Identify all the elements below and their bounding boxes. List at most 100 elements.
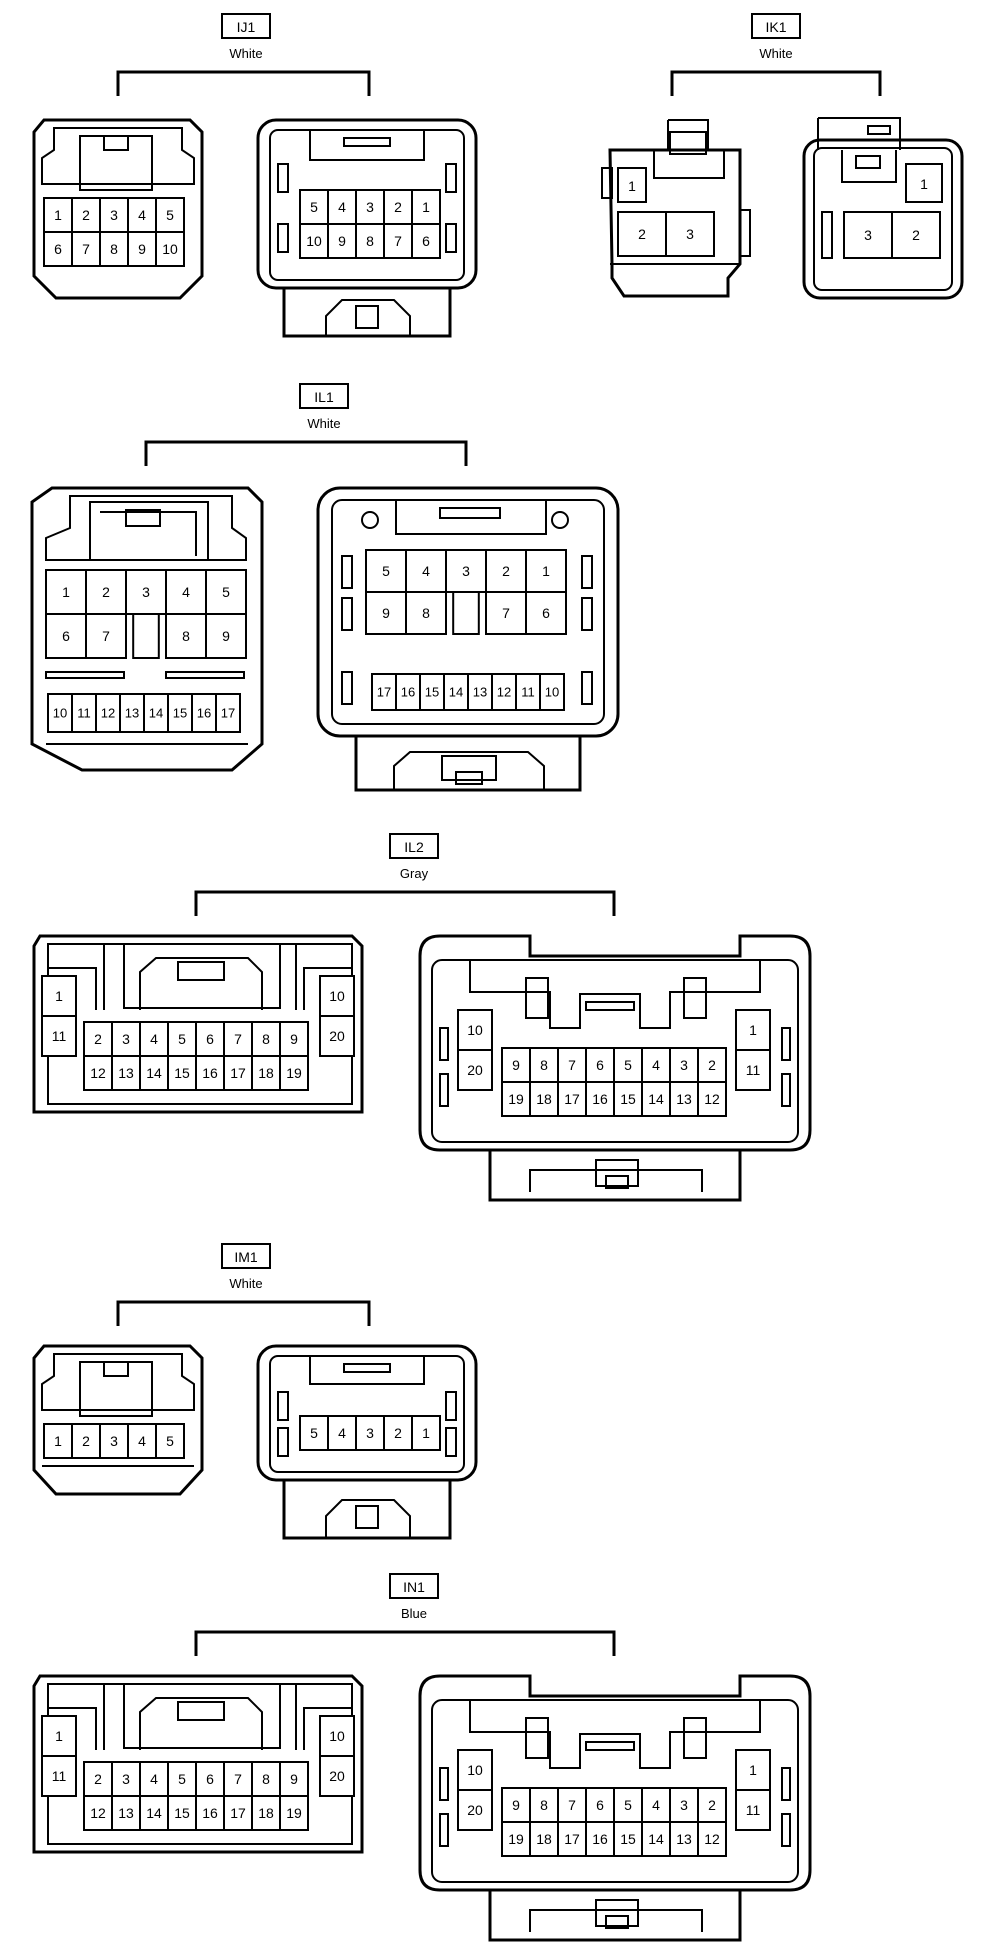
pin-cell: [223, 1795, 253, 1831]
pin-number: 4: [182, 584, 190, 600]
pin-cell: [557, 1821, 587, 1857]
female-pin-grid: 1 3 2: [843, 163, 943, 259]
pin-number: 13: [125, 706, 139, 721]
female-connector-housing: [802, 117, 964, 300]
pin-number: 4: [138, 1433, 146, 1449]
pin-number: 14: [146, 1065, 162, 1081]
pin-cell: [205, 613, 247, 659]
pair-bracket: [194, 890, 616, 916]
pin-cell: [443, 673, 469, 711]
pin-number: 5: [624, 1797, 632, 1813]
pin-number: 17: [221, 706, 235, 721]
pin-number: 7: [102, 628, 110, 644]
pin-cell: [85, 613, 127, 659]
pin-number: 12: [497, 685, 511, 700]
pin-number: 2: [638, 226, 646, 242]
pin-number: 20: [329, 1028, 345, 1044]
pin-number: 2: [94, 1031, 102, 1047]
pin-cell: [411, 1415, 441, 1451]
pin-cell: [491, 673, 517, 711]
pin-number: 4: [338, 1425, 346, 1441]
pin-number: 10: [545, 685, 559, 700]
pin-number: 5: [624, 1057, 632, 1073]
pin-cell: [127, 1423, 157, 1459]
pin-number: 3: [864, 227, 872, 243]
pin-number: 2: [502, 563, 510, 579]
pin-number: 3: [686, 226, 694, 242]
pin-number: 14: [449, 685, 463, 700]
pin-number: 16: [401, 685, 415, 700]
pin-cell: [127, 231, 157, 267]
pin-cell: [155, 1423, 185, 1459]
pin-number: 12: [90, 1065, 106, 1081]
pin-number: 19: [508, 1831, 524, 1847]
pin-cell: [665, 211, 715, 257]
pin-number: 3: [122, 1031, 130, 1047]
connector-label-box: [389, 1573, 439, 1599]
pin-number: 8: [540, 1057, 548, 1073]
pin-number: 20: [329, 1768, 345, 1784]
pin-number: 17: [564, 1091, 580, 1107]
pin-number: 16: [202, 1065, 218, 1081]
male-side-pins-left: 111: [41, 975, 77, 1057]
pin-cell: [613, 1081, 643, 1117]
connector-label: IN1: [403, 1579, 425, 1595]
pin-cell: [501, 1081, 531, 1117]
pin-cell: [319, 1015, 355, 1057]
pin-cell: [111, 1055, 141, 1091]
pin-number: 9: [138, 241, 146, 257]
pin-cell: [155, 197, 185, 233]
pin-cell: [405, 591, 447, 635]
pin-cell: [83, 1761, 113, 1797]
pin-number: 11: [521, 685, 535, 700]
pair-bracket: [116, 70, 371, 96]
pin-number: 15: [173, 706, 187, 721]
pin-cell: [735, 1789, 771, 1831]
pin-number: 15: [174, 1805, 190, 1821]
pin-cell: [383, 189, 413, 225]
pin-cell: [525, 549, 567, 593]
pin-cell: [411, 223, 441, 259]
pin-number: 1: [920, 176, 928, 192]
pin-cell: [525, 591, 567, 635]
pin-number: 6: [596, 1797, 604, 1813]
pin-cell: [251, 1761, 281, 1797]
pin-number: 8: [262, 1771, 270, 1787]
pin-number: 10: [162, 241, 178, 257]
pin-number: 2: [708, 1797, 716, 1813]
male-pin-grid: 1 2 3: [617, 167, 715, 257]
pin-number: 9: [512, 1797, 520, 1813]
pin-number: 7: [568, 1057, 576, 1073]
pin-cell: [539, 673, 565, 711]
pin-number: 3: [122, 1771, 130, 1787]
connector-color: Blue: [401, 1606, 427, 1621]
pin-number: 14: [146, 1805, 162, 1821]
pin-cell: [669, 1821, 699, 1857]
connector-label: IL2: [404, 839, 424, 855]
pin-number: 5: [310, 199, 318, 215]
pin-number: 3: [462, 563, 470, 579]
pin-number: 15: [620, 1831, 636, 1847]
pin-number: 2: [82, 207, 90, 223]
pin-cell: [515, 673, 541, 711]
pin-number: 9: [512, 1057, 520, 1073]
keyway-slot: [452, 591, 480, 635]
pin-number: 4: [652, 1057, 660, 1073]
pin-cell: [365, 591, 407, 635]
pin-cell: [641, 1081, 671, 1117]
pin-number: 6: [542, 605, 550, 621]
connector-label: IK1: [765, 19, 786, 35]
pin-number: 5: [222, 584, 230, 600]
pin-cell: [467, 673, 493, 711]
pin-number: 18: [258, 1065, 274, 1081]
pin-number: 1: [422, 1425, 430, 1441]
pin-cell: [697, 1047, 727, 1083]
male-connector-housing: [601, 119, 751, 298]
pin-number: 2: [394, 1425, 402, 1441]
